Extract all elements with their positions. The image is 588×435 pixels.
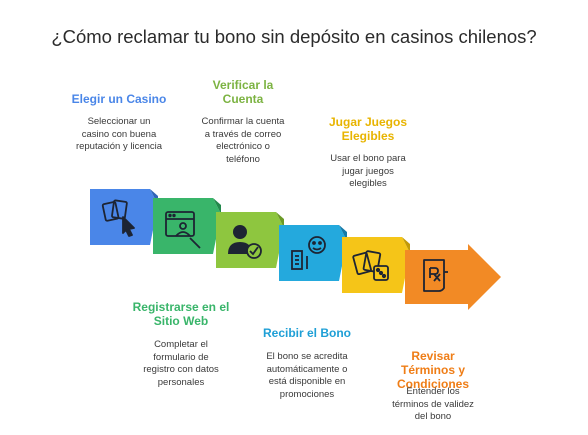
cards-pointer-icon xyxy=(101,199,135,237)
step-5-block xyxy=(342,237,410,293)
step-2-title: Registrarse en el Sitio Web xyxy=(132,300,230,328)
step-6-title: Revisar Términos y Condiciones xyxy=(396,349,469,391)
user-verified-icon xyxy=(228,225,262,259)
step-1-block xyxy=(90,189,158,245)
smiley-building-icon xyxy=(291,236,326,270)
step-3-block xyxy=(216,212,284,268)
step-5-title: Jugar Juegos Elegibles xyxy=(328,115,408,143)
web-registration-icon xyxy=(165,211,201,249)
page-title: ¿Cómo reclamar tu bono sin depósito en c… xyxy=(51,26,537,47)
dice-cards-icon xyxy=(352,250,389,281)
step-4-title: Recibir el Bono xyxy=(262,326,351,340)
step-1-title: Elegir un Casino xyxy=(71,92,167,106)
prescription-icon xyxy=(423,259,448,292)
step-6-block xyxy=(405,244,501,310)
step-2-block xyxy=(153,198,221,254)
step-3-title: Verificar la Cuenta xyxy=(212,78,274,106)
step-4-block xyxy=(279,225,347,281)
